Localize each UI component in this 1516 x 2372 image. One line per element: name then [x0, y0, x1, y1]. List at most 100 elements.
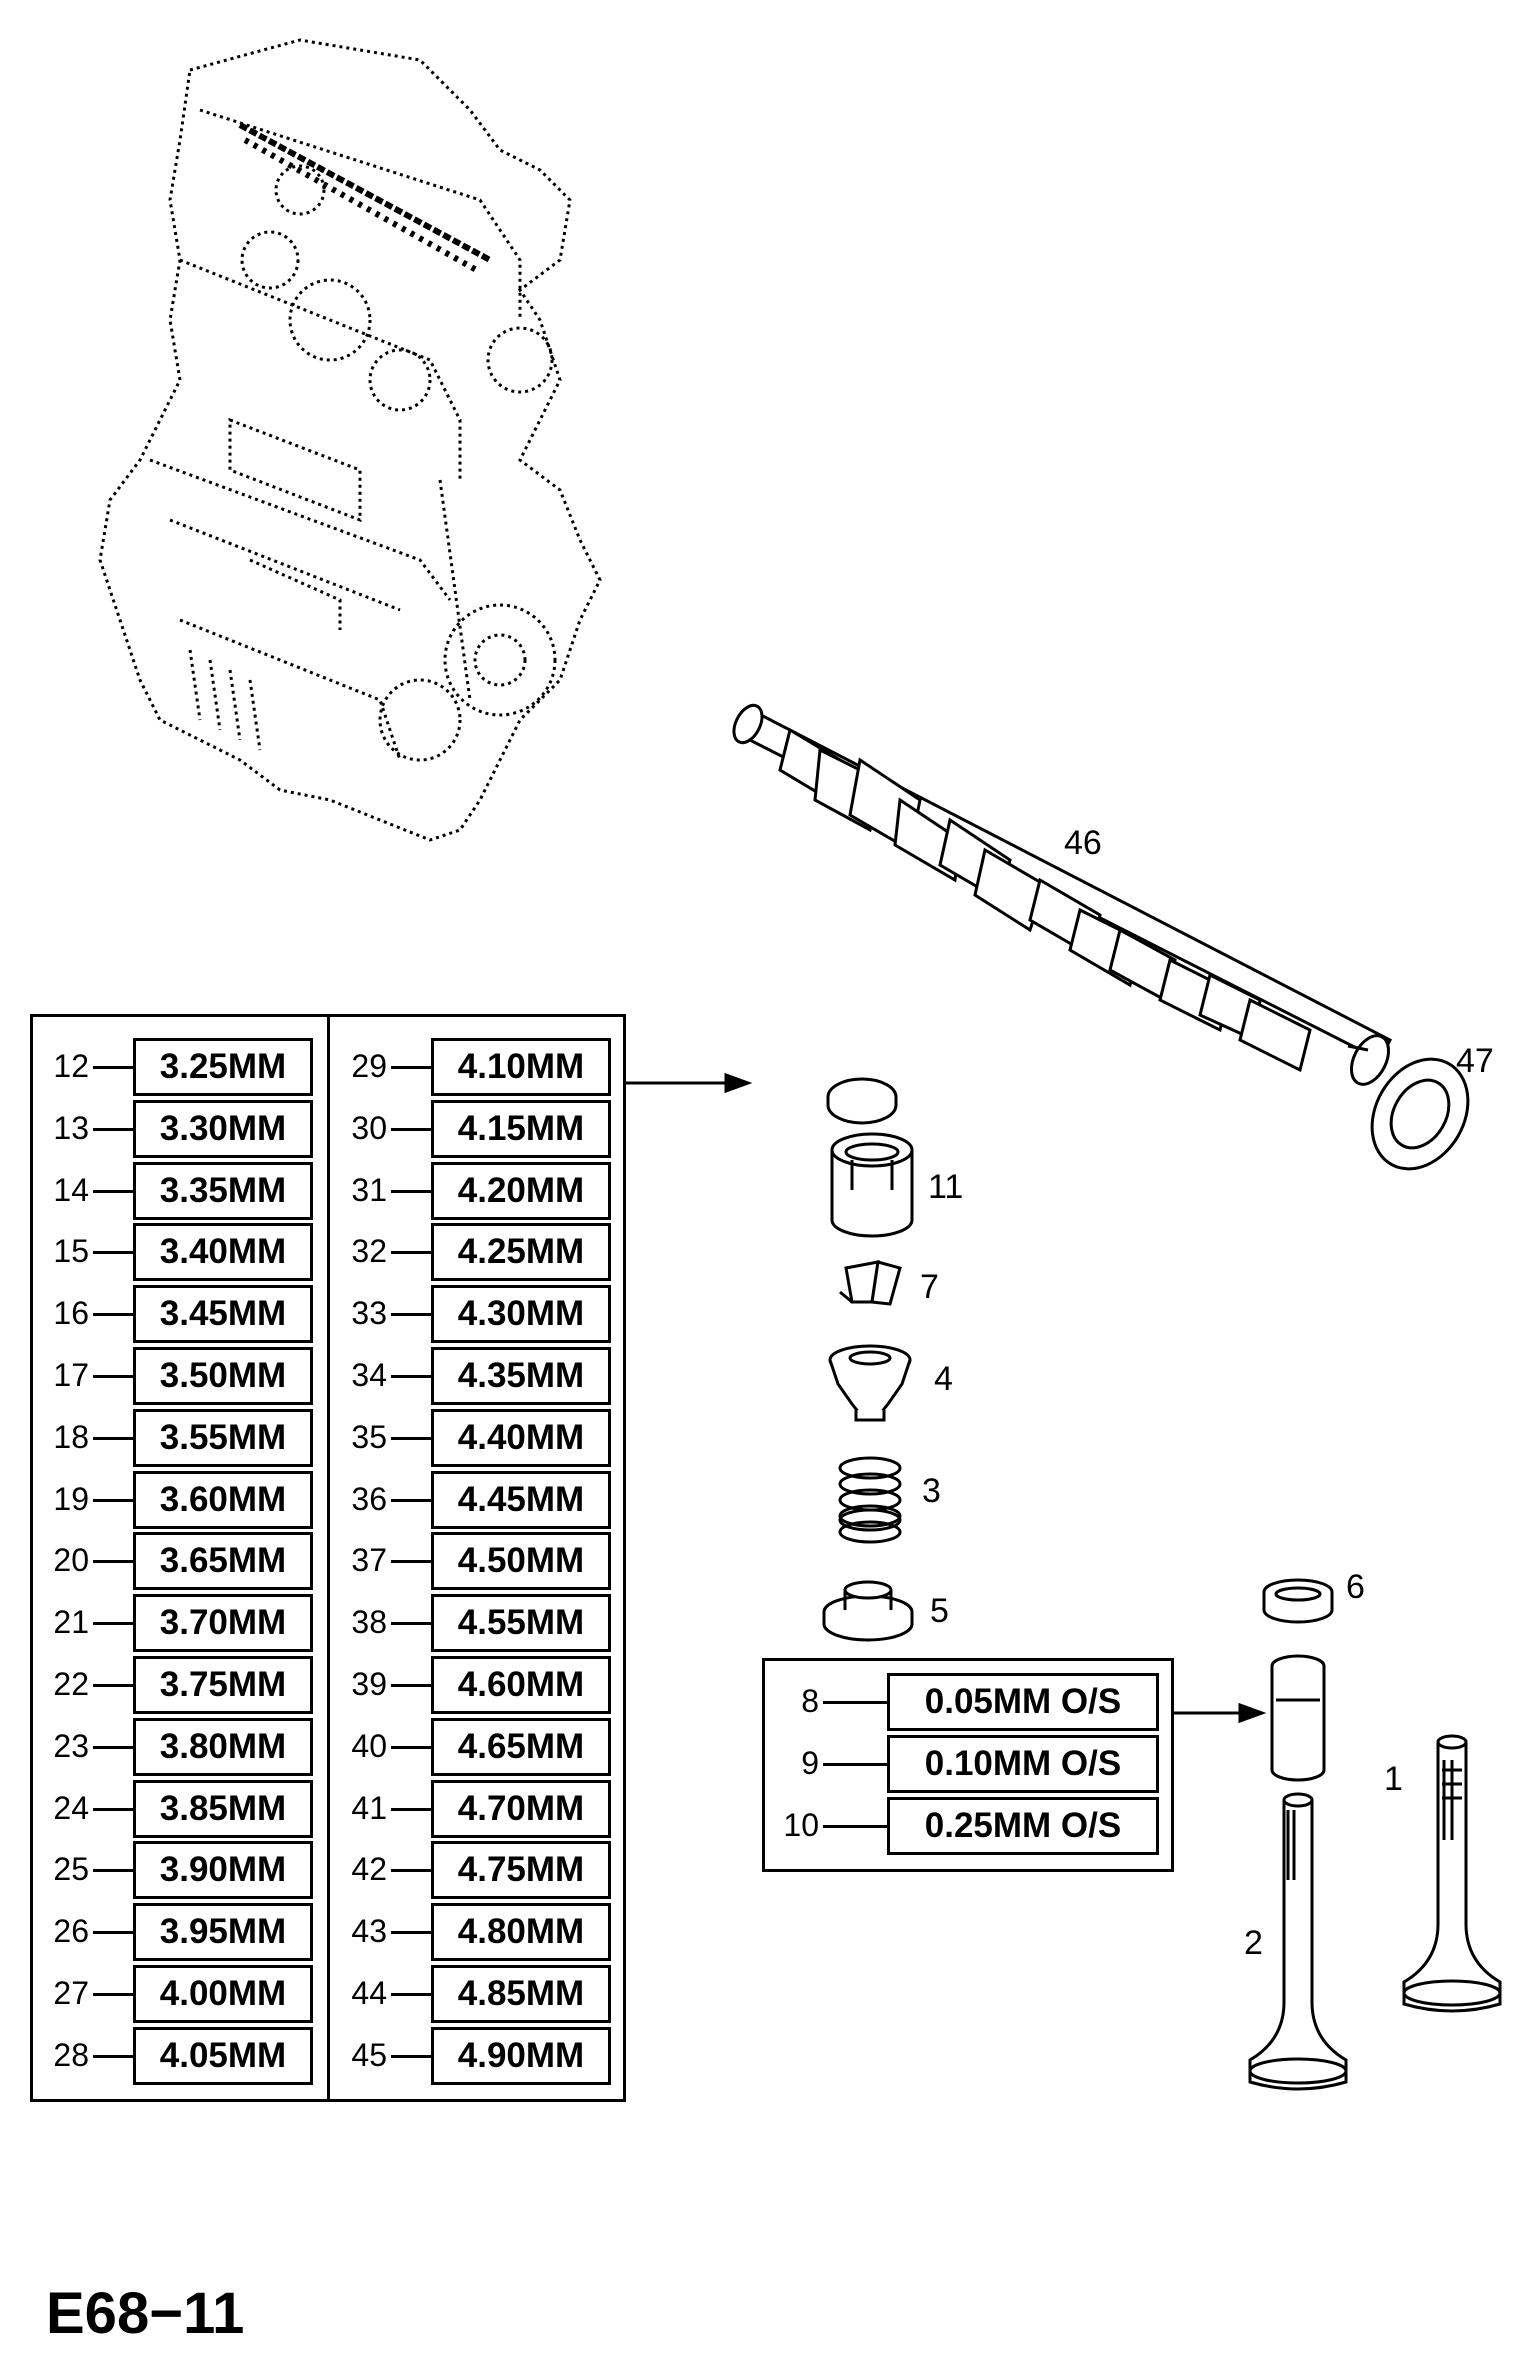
part-number: 39 [351, 1666, 387, 1702]
leader-line [391, 1745, 431, 1749]
size-value: 3.85MM [133, 1779, 313, 1838]
leader-line [823, 1763, 887, 1766]
leader-line [391, 1313, 431, 1317]
size-value: 4.00MM [133, 1965, 313, 2023]
size-value: 4.40MM [431, 1408, 611, 1467]
part-number: 23 [53, 1727, 89, 1764]
leader-line [391, 1498, 431, 1502]
camshaft-46 [732, 703, 1393, 1086]
part-number: 17 [53, 1357, 89, 1393]
leader-line [93, 1931, 133, 1935]
callout-camshaft: 46 [1064, 824, 1102, 862]
callout-valve-stem-seal: 6 [1346, 1568, 1365, 1606]
part-number: 8 [801, 1683, 819, 1719]
part-number: 44 [351, 1975, 387, 2011]
table-row: 16 3.45MM [39, 1285, 319, 1344]
callout-spring-seat: 5 [930, 1592, 949, 1630]
leader-line [93, 1622, 133, 1626]
size-value: 3.35MM [133, 1161, 313, 1220]
leader-line [391, 2054, 431, 2058]
leader-line [93, 1375, 133, 1378]
size-value: 4.85MM [431, 1965, 611, 2023]
size-value: 4.80MM [431, 1903, 611, 1962]
part-number: 24 [53, 1789, 89, 1826]
part-number: 35 [351, 1418, 387, 1455]
table-row: 44 4.85MM [337, 1965, 617, 2023]
table-row: 43 4.80MM [337, 1903, 617, 1962]
size-value: 4.15MM [431, 1099, 611, 1158]
part-number: 27 [53, 1975, 89, 2011]
leader-line [823, 1701, 887, 1704]
table-row: 40 4.65MM [337, 1717, 617, 1776]
size-value: 4.55MM [431, 1594, 611, 1653]
leader-line [93, 1066, 133, 1069]
size-value: 4.50MM [431, 1532, 611, 1591]
part-number: 40 [351, 1727, 387, 1764]
part-number: 37 [351, 1542, 387, 1579]
engine-camshaft-highlight [238, 122, 492, 275]
table-row: 37 4.50MM [337, 1532, 617, 1591]
table-row: 13 3.30MM [39, 1099, 319, 1158]
size-value: 4.65MM [431, 1717, 611, 1776]
size-value: 3.45MM [133, 1285, 313, 1344]
part-number: 16 [53, 1295, 89, 1332]
part-number: 20 [53, 1542, 89, 1579]
part-number: 10 [783, 1807, 819, 1843]
part-number: 43 [351, 1913, 387, 1950]
size-value: 0.10MM O/S [887, 1735, 1159, 1793]
leader-line [93, 1189, 133, 1193]
size-value: 3.90MM [133, 1841, 313, 1900]
valve-spring-3 [838, 1456, 902, 1544]
size-value: 3.70MM [133, 1594, 313, 1653]
size-value: 4.30MM [431, 1285, 611, 1344]
size-value: 4.45MM [431, 1470, 611, 1529]
leader-line [391, 1127, 431, 1131]
callout-seal: 47 [1456, 1042, 1494, 1080]
part-number: 29 [351, 1048, 387, 1084]
engine-block-outline [98, 38, 602, 842]
leader-line [391, 1684, 431, 1687]
leader-line [391, 1931, 431, 1935]
size-value: 3.65MM [133, 1532, 313, 1591]
shim-table-arrow [626, 1072, 753, 1094]
size-value: 4.25MM [431, 1223, 611, 1282]
valve-stem-seal-6 [1262, 1578, 1334, 1624]
part-number: 36 [351, 1480, 387, 1517]
part-number: 26 [53, 1913, 89, 1950]
size-value: 3.25MM [133, 1038, 313, 1096]
leader-line [93, 1869, 133, 1873]
collets-7 [839, 1260, 902, 1306]
table-row: 42 4.75MM [337, 1841, 617, 1900]
part-number: 34 [351, 1357, 387, 1393]
leader-line [391, 1807, 431, 1811]
size-value: 3.30MM [133, 1099, 313, 1158]
leader-line [93, 1993, 133, 1996]
leader-line [93, 1745, 133, 1749]
size-value: 4.75MM [431, 1841, 611, 1900]
part-number: 42 [351, 1851, 387, 1888]
callout-valve-1: 1 [1384, 1760, 1403, 1798]
leader-line [93, 1560, 133, 1564]
size-value: 4.60MM [431, 1656, 611, 1714]
part-number: 13 [53, 1109, 89, 1146]
table-row: 27 4.00MM [39, 1965, 319, 2023]
valve-1 [1402, 1734, 1502, 2013]
size-value: 4.90MM [431, 2026, 611, 2085]
table-row: 20 3.65MM [39, 1532, 319, 1591]
